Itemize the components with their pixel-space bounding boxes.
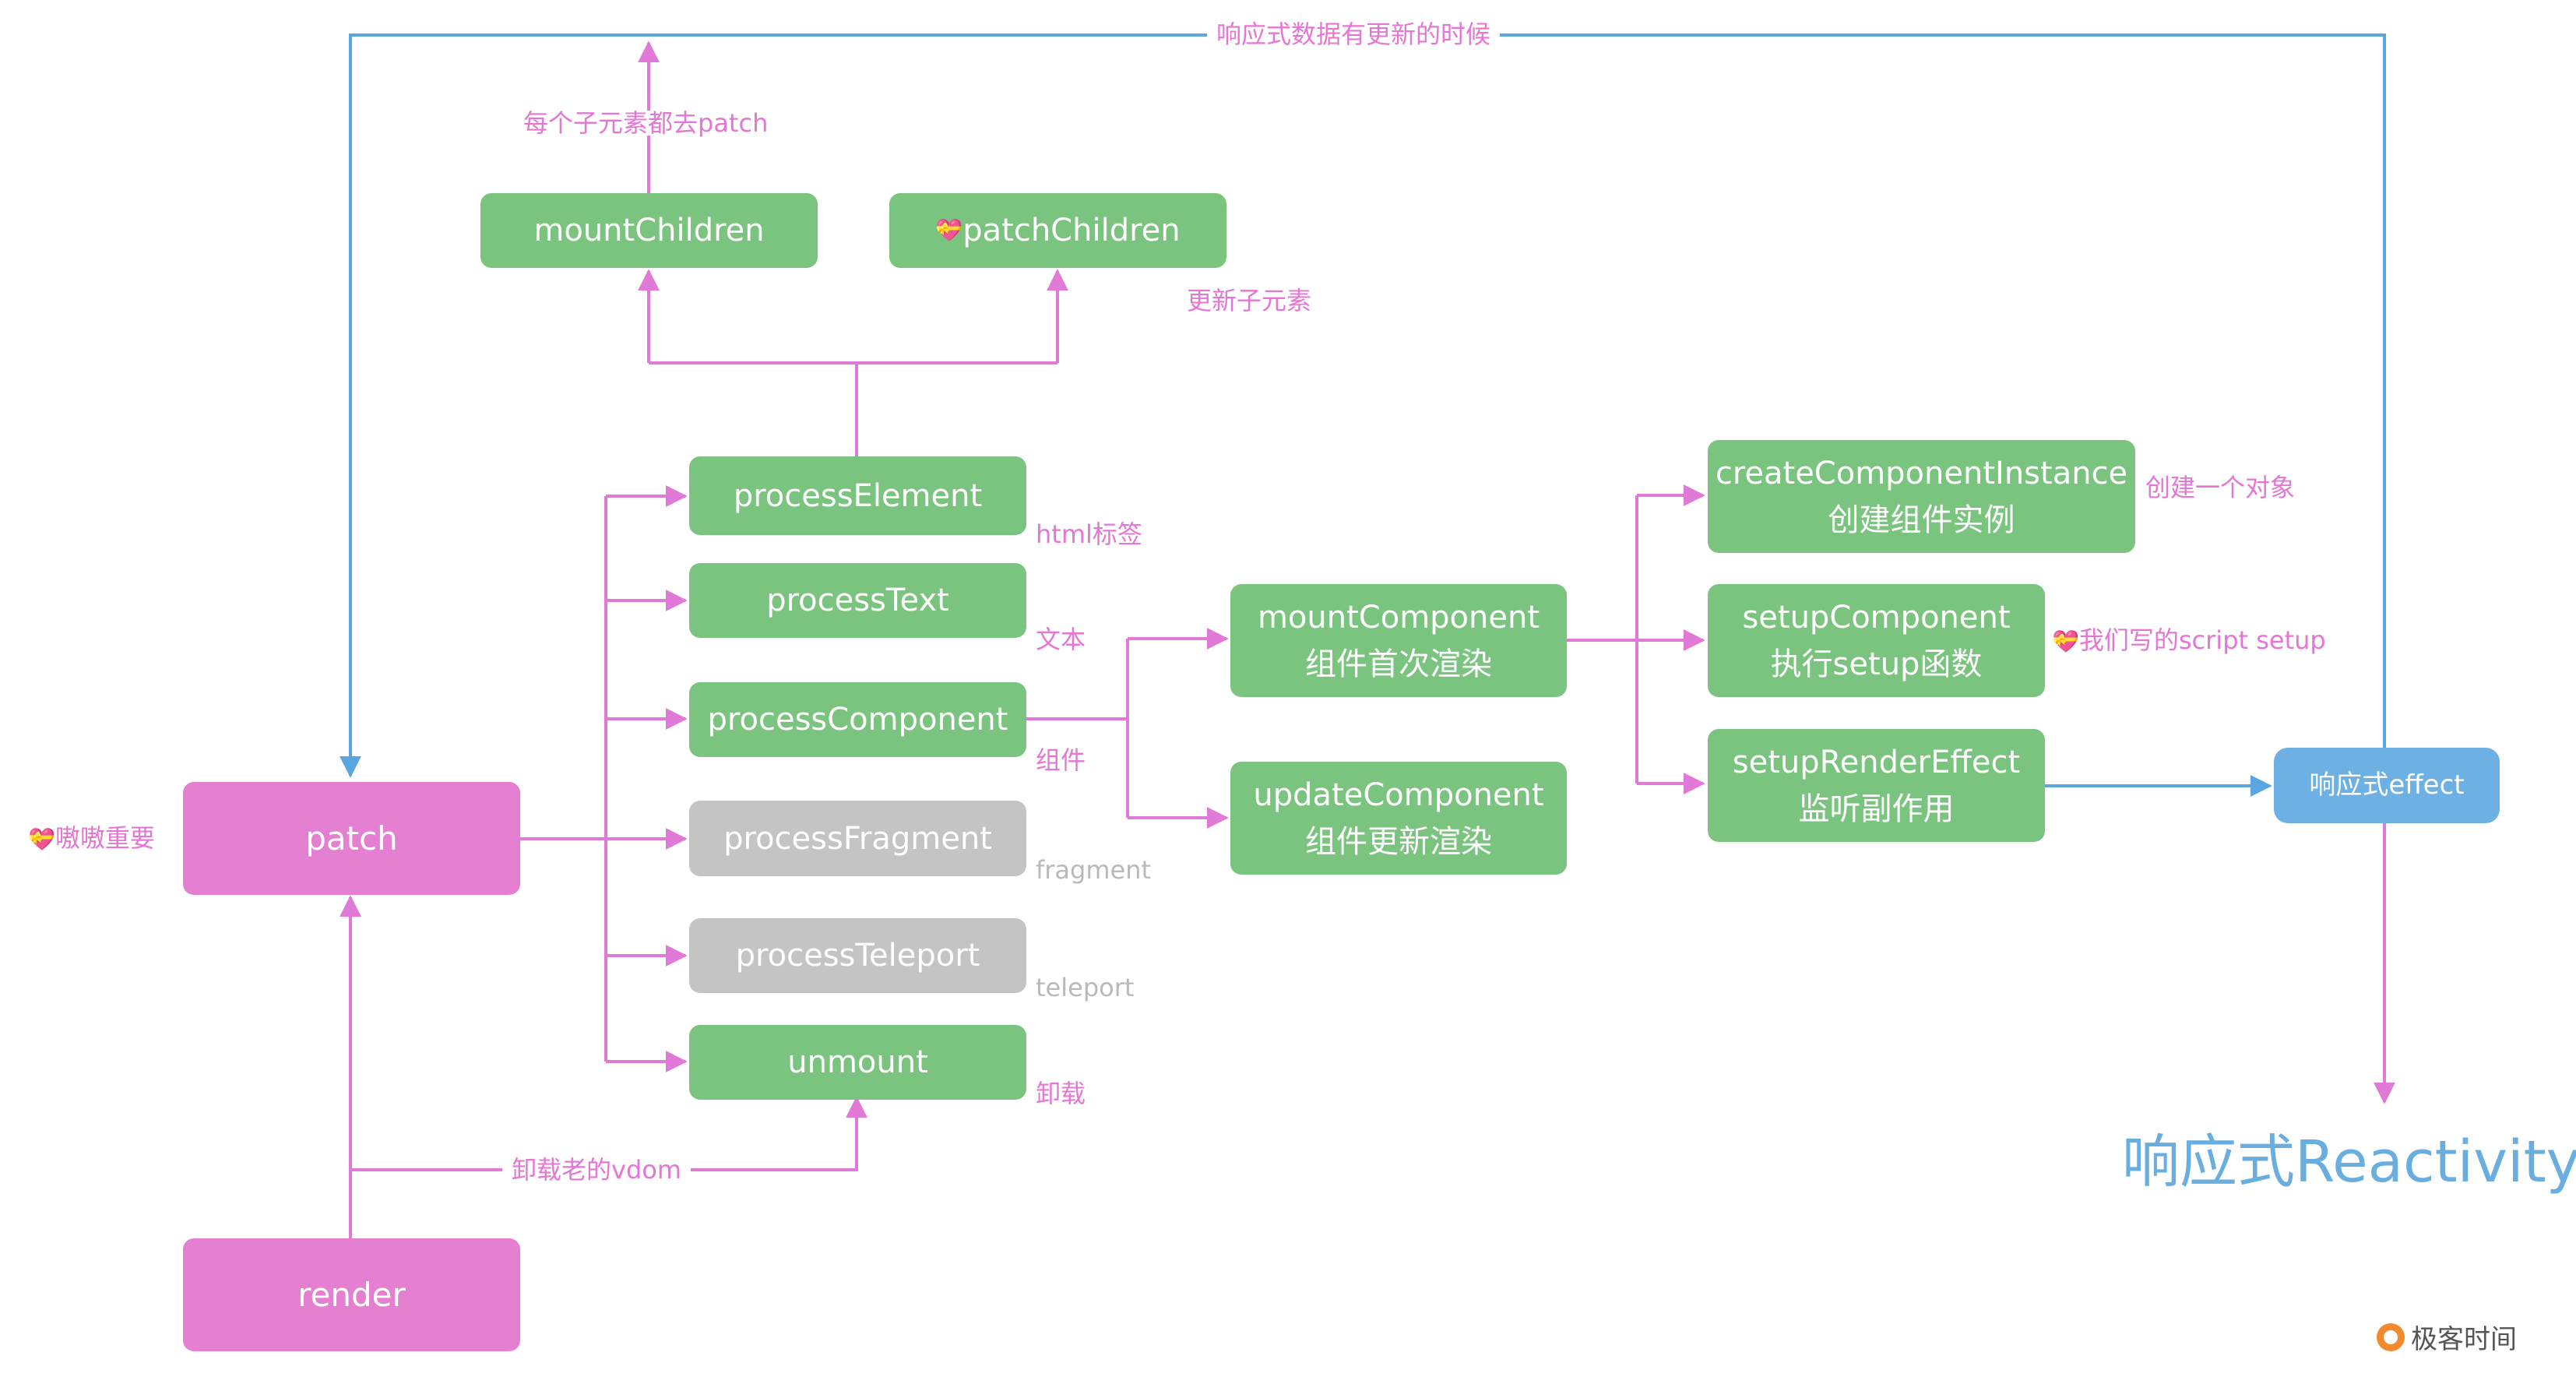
patch-note: 💝嗷嗷重要 bbox=[28, 826, 155, 850]
heart-icon: 💝 bbox=[28, 826, 55, 852]
setupRenderEffect-desc: 监听副作用 bbox=[1798, 791, 1955, 827]
component-label: 组件 bbox=[1036, 745, 1086, 775]
processTeleport-node: processTeleport bbox=[689, 918, 1026, 993]
setupRenderEffect-node: setupRenderEffect 监听副作用 bbox=[1708, 729, 2045, 842]
update-children-label: 更新子元素 bbox=[1187, 286, 1312, 315]
updateComponent-label: updateComponent bbox=[1253, 776, 1544, 813]
reactivity-title: 响应式Reactivity bbox=[2122, 1129, 2576, 1196]
mountComponent-node: mountComponent 组件首次渲染 bbox=[1230, 584, 1567, 697]
unmount-label: unmount bbox=[787, 1044, 928, 1080]
unmount-old-label: 卸载老的vdom bbox=[502, 1157, 692, 1182]
updateComponent-node: updateComponent 组件更新渲染 bbox=[1230, 762, 1567, 875]
processFragment-node: processFragment bbox=[689, 801, 1026, 876]
processElement-label: processElement bbox=[733, 477, 983, 514]
fragment-label: fragment bbox=[1036, 855, 1152, 885]
create-object-label: 创建一个对象 bbox=[2145, 473, 2296, 502]
mountChildren-node: mountChildren bbox=[480, 193, 818, 268]
updateComponent-desc: 组件更新渲染 bbox=[1305, 823, 1492, 860]
heart-icon: 💝 bbox=[2052, 629, 2079, 654]
unmount-node: unmount bbox=[689, 1025, 1026, 1100]
html-tag-label: html标签 bbox=[1036, 519, 1142, 549]
processFragment-label: processFragment bbox=[723, 820, 992, 857]
reactive-effect-label: 响应式effect bbox=[2309, 769, 2465, 801]
createComponentInstance-label: createComponentInstance bbox=[1715, 455, 2128, 491]
brand-logo: 极客时间 bbox=[2377, 1318, 2517, 1356]
processText-label: processText bbox=[766, 583, 949, 618]
patchChildren-label: patchChildren bbox=[962, 213, 1181, 248]
mountComponent-label: mountComponent bbox=[1257, 599, 1540, 636]
processComponent-node: processComponent bbox=[689, 682, 1026, 757]
patchChildren-node: 💝patchChildren bbox=[889, 193, 1226, 268]
render-node: render bbox=[183, 1238, 520, 1351]
script-setup-label: 💝我们写的script setup bbox=[2052, 628, 2326, 653]
mountChildren-label: mountChildren bbox=[533, 213, 765, 248]
patch-node: patch bbox=[183, 782, 520, 895]
setupComponent-node: setupComponent 执行setup函数 bbox=[1708, 584, 2045, 697]
text-label: 文本 bbox=[1036, 625, 1086, 654]
processComponent-label: processComponent bbox=[707, 702, 1008, 738]
script-setup-text: 我们写的script setup bbox=[2078, 625, 2326, 655]
setupComponent-desc: 执行setup函数 bbox=[1770, 646, 1983, 682]
processText-node: processText bbox=[689, 563, 1026, 638]
setupRenderEffect-label: setupRenderEffect bbox=[1732, 744, 2021, 780]
render-label: render bbox=[297, 1276, 406, 1314]
brand-icon bbox=[2377, 1322, 2405, 1351]
createComponentInstance-desc: 创建组件实例 bbox=[1828, 502, 2015, 538]
reactive-effect-node: 响应式effect bbox=[2274, 748, 2500, 823]
mountComponent-desc: 组件首次渲染 bbox=[1305, 646, 1492, 682]
processElement-node: processElement bbox=[689, 456, 1026, 535]
patch-label: patch bbox=[305, 819, 398, 857]
unmount-note-label: 卸载 bbox=[1036, 1079, 1086, 1108]
top-wire-label: 响应式数据有更新的时候 bbox=[1207, 22, 1501, 47]
processTeleport-label: processTeleport bbox=[735, 938, 980, 974]
each-child-label: 每个子元素都去patch bbox=[514, 111, 778, 136]
createComponentInstance-node: createComponentInstance 创建组件实例 bbox=[1708, 440, 2135, 553]
patch-note-text: 嗷嗷重要 bbox=[55, 823, 155, 853]
setupComponent-label: setupComponent bbox=[1742, 599, 2011, 636]
teleport-label: teleport bbox=[1036, 973, 1135, 1002]
heart-icon: 💝 bbox=[935, 217, 963, 243]
brand-text: 极客时间 bbox=[2411, 1324, 2517, 1355]
